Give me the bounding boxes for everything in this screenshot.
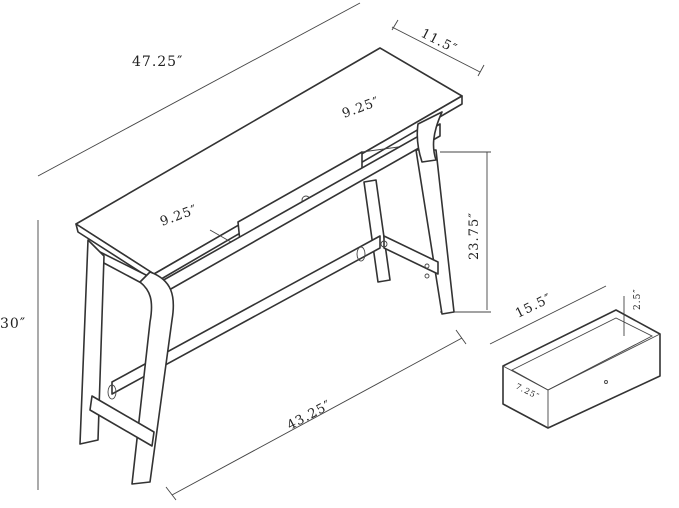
right-leg-curve: [416, 111, 443, 163]
drawer-length-label: 15.5″: [513, 291, 554, 321]
back-stretcher: [111, 235, 381, 395]
drawer-box: [502, 309, 661, 429]
front-left-leg: [79, 239, 105, 445]
drawer-depth-label: 2.5″: [633, 288, 643, 310]
overall-height-label: 30″: [0, 316, 26, 332]
table-top: [75, 47, 463, 275]
overall-depth-label: 11.5″: [418, 26, 459, 57]
right-side-stretcher: [383, 235, 439, 275]
overall-width-label: 47.25″: [132, 54, 183, 70]
leg-clearance-label: 23.75″: [467, 212, 482, 260]
back-left-leg: [363, 179, 391, 283]
drawer-detail: [489, 285, 661, 429]
lower-span-label: 43.25″: [285, 398, 334, 434]
back-right-leg: [415, 149, 455, 315]
left-side-stretcher: [89, 395, 155, 447]
console-table: [75, 47, 463, 485]
